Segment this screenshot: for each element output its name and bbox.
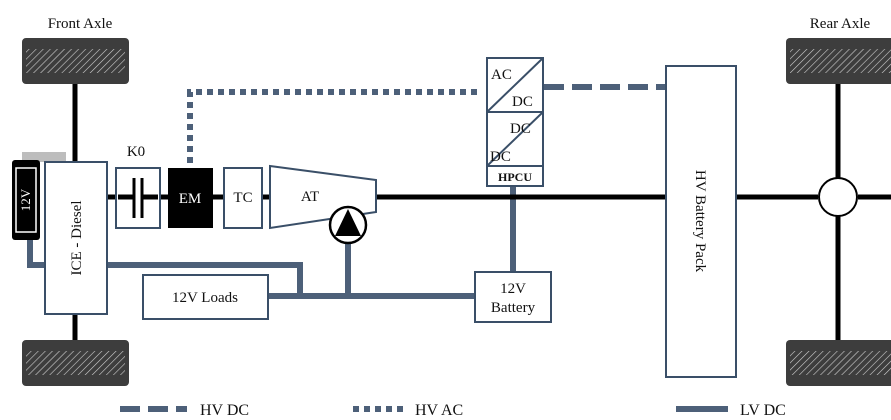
- svg-text:12V Loads: 12V Loads: [172, 290, 238, 306]
- hv-ac-wiring: [187, 89, 480, 163]
- rear-top-tire: [786, 38, 891, 84]
- svg-text:12V: 12V: [500, 281, 526, 297]
- k0-label: K0: [127, 144, 145, 160]
- svg-text:HV DC: HV DC: [200, 402, 249, 419]
- dc-dc-converter: DC DC: [486, 111, 544, 167]
- svg-text:AT: AT: [301, 189, 319, 205]
- rear-bottom-tire: [786, 340, 891, 386]
- front-bottom-tire: [22, 340, 129, 386]
- front-axle-label: Front Axle: [48, 16, 113, 32]
- hpcu: HPCU: [486, 165, 544, 187]
- k0-clutch: [115, 167, 161, 229]
- svg-text:ICE - Diesel: ICE - Diesel: [69, 201, 85, 276]
- oil-pump: [328, 205, 368, 245]
- svg-text:12V: 12V: [18, 188, 33, 211]
- loads-12v: 12V Loads: [142, 274, 269, 320]
- inverter-ac-dc: AC DC: [486, 57, 544, 113]
- svg-text:EM: EM: [179, 191, 202, 207]
- legend-lv-dc: LV DC: [676, 402, 786, 419]
- svg-text:HPCU: HPCU: [498, 170, 532, 184]
- svg-text:Battery: Battery: [491, 300, 536, 316]
- svg-text:DC: DC: [512, 94, 533, 110]
- svg-text:LV DC: LV DC: [740, 402, 786, 419]
- rear-axle-label: Rear Axle: [810, 16, 871, 32]
- svg-text:HV Battery Pack: HV Battery Pack: [692, 170, 708, 273]
- mechanical-driveline: [72, 66, 891, 340]
- torque-converter: TC: [223, 167, 263, 229]
- svg-text:DC: DC: [510, 121, 531, 137]
- hv-battery-pack: HV Battery Pack: [665, 65, 737, 378]
- electric-motor: EM: [168, 168, 213, 228]
- battery-12v: 12V Battery: [474, 271, 552, 323]
- ice-diesel-engine: ICE - Diesel: [44, 161, 108, 315]
- front-top-tire: [22, 38, 129, 84]
- svg-text:HV AC: HV AC: [415, 402, 463, 419]
- legend: HV DC HV AC LV DC: [120, 402, 786, 419]
- starter-battery-12v: 12V: [12, 152, 66, 240]
- legend-hv-dc: HV DC: [120, 402, 249, 419]
- rear-differential: [818, 177, 858, 217]
- legend-hv-ac: HV AC: [353, 402, 463, 419]
- svg-text:AC: AC: [491, 67, 512, 83]
- lv-dc-wiring: [27, 186, 516, 299]
- svg-text:DC: DC: [490, 149, 511, 165]
- svg-text:TC: TC: [233, 190, 252, 206]
